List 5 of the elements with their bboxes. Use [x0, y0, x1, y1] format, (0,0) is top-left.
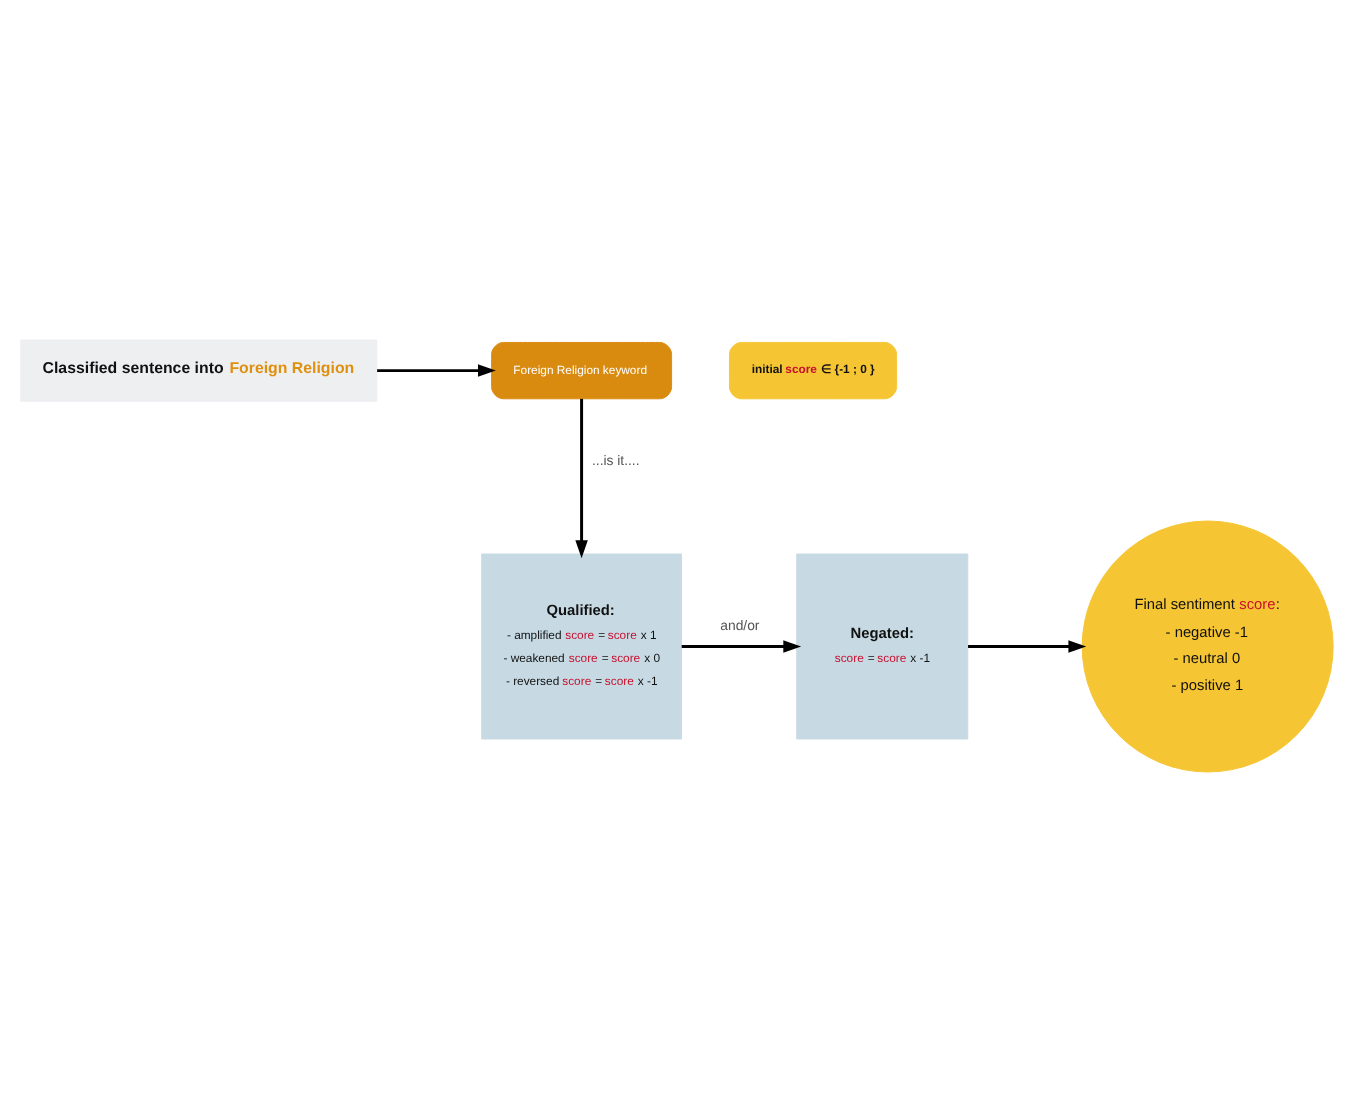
arrow [377, 363, 496, 376]
arrow [575, 397, 588, 558]
node-box: Classified sentence into Foreign Religion [20, 338, 378, 401]
arrow [681, 639, 802, 652]
arrow [968, 639, 1087, 652]
